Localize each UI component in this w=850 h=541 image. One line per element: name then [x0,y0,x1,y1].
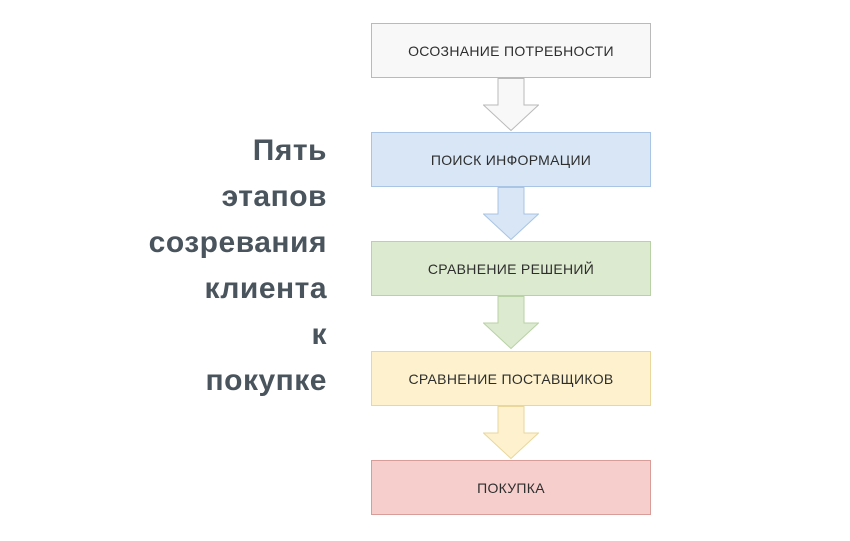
stage-box-need-recognition: ОСОЗНАНИЕ ПОТРЕБНОСТИ [371,23,651,78]
flow-arrow-down-icon [483,78,539,131]
stage-label: ПОКУПКА [477,479,545,496]
stage-label: ПОИСК ИНФОРМАЦИИ [430,151,592,168]
flow-arrow-down-icon [483,187,539,240]
stage-label: ОСОЗНАНИЕ ПОТРЕБНОСТИ [408,42,614,59]
flow-arrow-down-icon [483,406,539,459]
stage-box-supplier-comparison: СРАВНЕНИЕ ПОСТАВЩИКОВ [371,351,651,406]
arrow-shape [483,406,539,459]
flow-arrow-down-icon [483,296,539,349]
page-title: Пять этапов созревания клиента к покупке [148,134,327,397]
arrow-shape [483,78,539,131]
stage-box-solution-comparison: СРАВНЕНИЕ РЕШЕНИЙ [371,241,651,296]
arrow-shape [483,187,539,240]
stage-label: СРАВНЕНИЕ ПОСТАВЩИКОВ [408,370,614,387]
arrow-shape [483,296,539,349]
stage-label: СРАВНЕНИЕ РЕШЕНИЙ [427,260,595,277]
stage-box-information-search: ПОИСК ИНФОРМАЦИИ [371,132,651,187]
stage-box-purchase: ПОКУПКА [371,460,651,515]
